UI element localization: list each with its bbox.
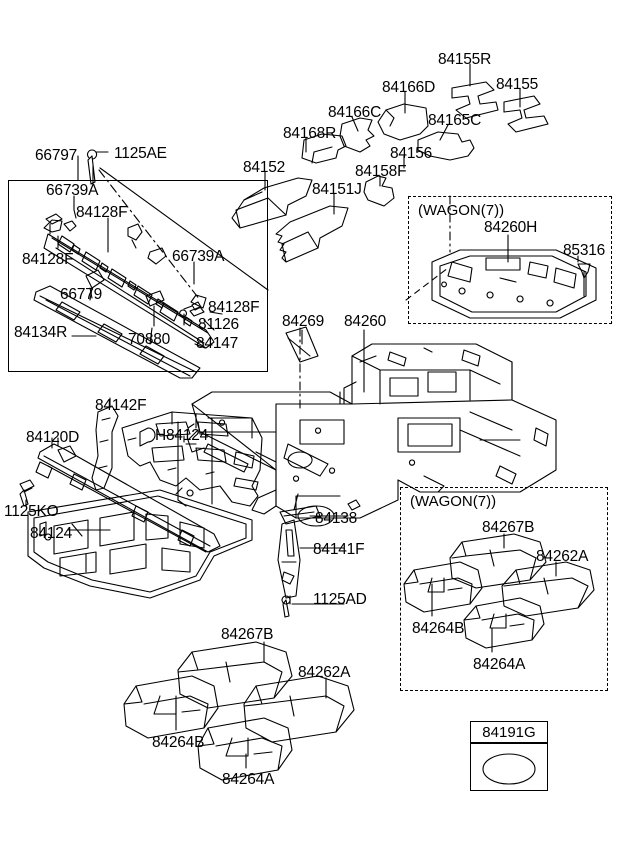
callout-84156: 84156	[390, 145, 433, 162]
pad-box-header: 84191G	[470, 721, 548, 743]
pad-box-body	[470, 743, 548, 791]
callout-84264B-wagon: 84264B	[412, 620, 465, 637]
callout-84267B-wagon: 84267B	[482, 519, 535, 536]
callout-84166D: 84166D	[382, 79, 436, 96]
callout-84262A: 84262A	[298, 664, 351, 681]
callout-66797: 66797	[35, 147, 78, 164]
callout-66779: 66779	[60, 286, 103, 303]
callout-84128F-right: 84128F	[208, 299, 260, 316]
group-box-cowl	[8, 180, 268, 372]
callout-66739A-right: 66739A	[172, 248, 225, 265]
callout-1125KO: 1125KO	[4, 503, 59, 520]
pad-box-label: 84191G	[482, 723, 536, 741]
callout-84134R: 84134R	[14, 324, 68, 341]
callout-70880: 70880	[128, 331, 171, 348]
group-label-wagon-top: (WAGON(7))	[418, 202, 505, 219]
callout-1125AD: 1125AD	[313, 591, 367, 608]
callout-84260: 84260	[344, 313, 387, 330]
callout-1125AE: 1125AE	[114, 145, 167, 162]
callout-84141F: 84141F	[313, 541, 365, 558]
callout-84142F: 84142F	[95, 397, 147, 414]
callout-85316: 85316	[563, 242, 606, 259]
callout-84264A: 84264A	[222, 771, 275, 788]
callout-84128F-left: 84128F	[22, 251, 74, 268]
callout-84151J: 84151J	[312, 181, 362, 198]
callout-84155R: 84155R	[438, 51, 492, 68]
callout-84152: 84152	[243, 159, 286, 176]
callout-66739A-upper: 66739A	[46, 182, 99, 199]
callout-84264B: 84264B	[152, 734, 205, 751]
callout-84267B: 84267B	[221, 626, 274, 643]
group-box-wagon-top	[408, 196, 612, 324]
callout-84168R: 84168R	[283, 125, 337, 142]
group-box-wagon-bottom	[400, 487, 608, 691]
callout-84138: 84138	[315, 510, 358, 527]
callout-84262A-wagon: 84262A	[536, 548, 589, 565]
callout-84124: 84124	[30, 525, 73, 542]
callout-84264A-wagon: 84264A	[473, 656, 526, 673]
callout-84128F-upper: 84128F	[76, 204, 128, 221]
callout-84147: 84147	[196, 335, 239, 352]
callout-81126: 81126	[198, 316, 239, 333]
callout-84165C: 84165C	[428, 112, 482, 129]
callout-84269: 84269	[282, 313, 325, 330]
callout-84158F: 84158F	[355, 163, 407, 180]
callout-H84124: H84124	[155, 427, 209, 444]
callout-84120D: 84120D	[26, 429, 80, 446]
callout-84155: 84155	[496, 76, 539, 93]
callout-84260H: 84260H	[484, 219, 538, 236]
group-label-wagon-bottom: (WAGON(7))	[410, 493, 497, 510]
callout-84166C: 84166C	[328, 104, 382, 121]
